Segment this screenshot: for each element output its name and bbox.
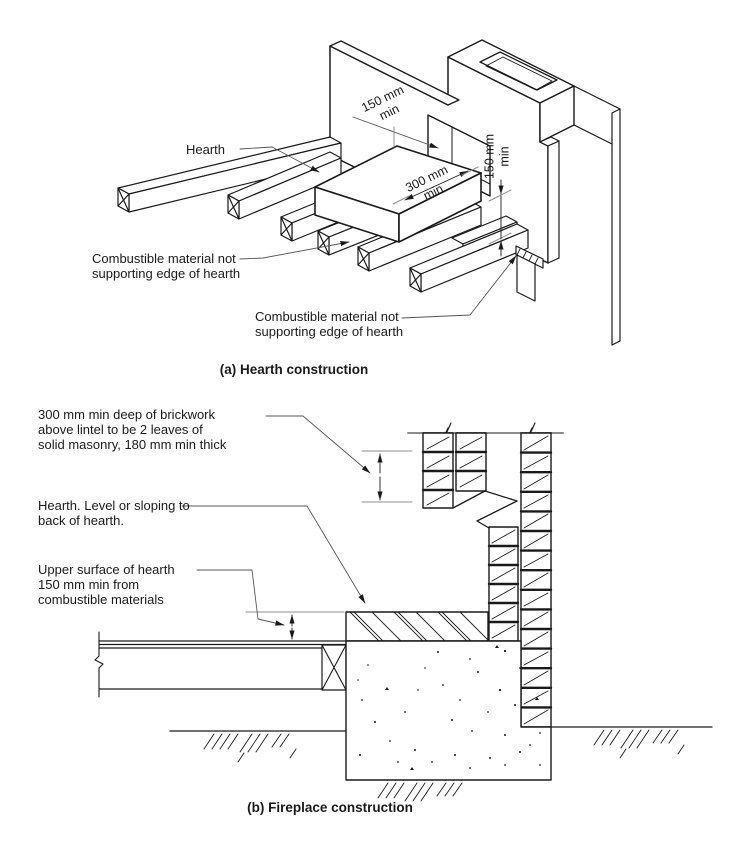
- dimension-150mm-clearance: 150 mm min: [482, 133, 512, 180]
- concrete-foundation: [345, 640, 552, 781]
- hearth-slab: [314, 145, 482, 243]
- ground-line: [169, 726, 713, 802]
- caption-hearth-construction: (a) Hearth construction: [219, 362, 369, 377]
- brickwork-label: 300 mm min deep of brickwork above linte…: [38, 407, 227, 453]
- dimension-lines-a: [239, 116, 517, 319]
- caption-fireplace-construction: (b) Fireplace construction: [247, 800, 413, 815]
- fireplace-construction-drawing: [94, 415, 713, 802]
- hearth-slab-section: [345, 611, 489, 642]
- brickwork-above-lintel: [421, 432, 488, 509]
- throat-gather-line: [476, 490, 518, 529]
- combustible-label-top: Combustible material not supporting edge…: [92, 251, 241, 282]
- combustible-label-bottom: Combustible material not supporting edge…: [255, 309, 404, 340]
- earth-hatch-left: [203, 733, 297, 763]
- earth-hatch-bottom: [377, 782, 463, 802]
- hearth-label: Hearth: [186, 142, 226, 157]
- hearth-construction-drawing: [117, 39, 621, 346]
- upper-surface-label: Upper surface of hearth 150 mm min from …: [38, 562, 175, 608]
- concrete-stipple: [357, 645, 541, 770]
- flue-opening: [479, 51, 558, 91]
- floor-structure: [94, 631, 347, 698]
- dimension-lines-b: [181, 415, 413, 640]
- earth-hatch-right: [593, 729, 685, 759]
- hearth-level-label: Hearth. Level or sloping to back of hear…: [38, 498, 190, 529]
- brick-wall-section: [476, 432, 553, 728]
